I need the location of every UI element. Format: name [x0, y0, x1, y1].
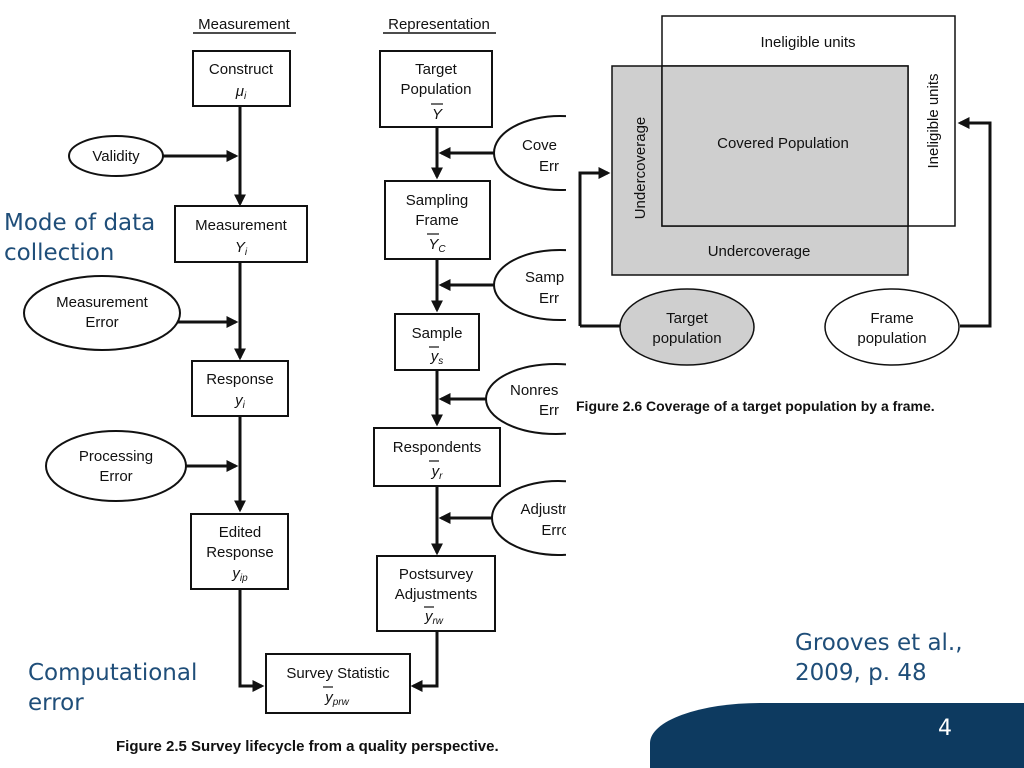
svg-text:Processing: Processing — [79, 448, 153, 465]
measurement-box: Measurement Yi — [174, 205, 308, 263]
svg-text:yr: yr — [431, 463, 444, 482]
measurement-header: Measurement — [198, 16, 291, 33]
svg-text:Measurement: Measurement — [195, 217, 288, 234]
svg-text:Adjustment: Adjustment — [520, 501, 596, 518]
postsurvey-adjustments-box: Postsurvey Adjustments yrw — [376, 555, 496, 632]
svg-text:Response: Response — [206, 371, 274, 388]
citation-line2: 2009, p. 48 — [795, 660, 927, 686]
svg-text:Measurement: Measurement — [56, 294, 149, 311]
ineligible-units-side-label: Ineligible units — [925, 73, 942, 168]
svg-text:Respondents: Respondents — [393, 439, 481, 456]
construct-box: Construct μi — [192, 50, 291, 107]
svg-text:yrw: yrw — [424, 608, 444, 627]
svg-text:Target: Target — [666, 310, 709, 327]
svg-text:Err: Err — [539, 158, 559, 175]
svg-text:Cove: Cove — [522, 137, 557, 154]
ineligible-units-top-label: Ineligible units — [760, 34, 855, 51]
svg-text:Edited: Edited — [219, 524, 262, 541]
mode-annotation-line1: Mode of data — [4, 210, 156, 236]
mode-of-data-collection-annotation: Mode of data collection — [4, 208, 155, 268]
response-box: Response yi — [191, 360, 289, 417]
citation-line1: Grooves et al., — [795, 630, 963, 656]
sample-box: Sample ys — [394, 313, 480, 371]
svg-text:Population: Population — [401, 81, 472, 98]
svg-text:Err: Err — [539, 402, 559, 419]
processing-error-ellipse: Processing Error — [45, 430, 187, 502]
svg-text:population: population — [652, 330, 721, 347]
svg-text:Validity: Validity — [92, 148, 140, 165]
svg-text:Response: Response — [206, 544, 274, 561]
svg-text:Yi: Yi — [235, 239, 248, 258]
covered-population-label: Covered Population — [717, 135, 849, 152]
coverage-figure: Ineligible units Ineligible units Covere… — [576, 15, 992, 414]
undercoverage-bottom-label: Undercoverage — [708, 243, 811, 260]
svg-text:population: population — [857, 330, 926, 347]
covered-population-region — [661, 65, 909, 227]
representation-header: Representation — [388, 16, 490, 33]
svg-text:Error: Error — [99, 468, 132, 485]
survey-lifecycle-figure: Measurement Representation Construct μi — [23, 16, 596, 755]
comp-annotation-line2: error — [28, 690, 84, 716]
svg-text:Postsurvey: Postsurvey — [399, 566, 474, 583]
mode-annotation-line2: collection — [4, 240, 115, 266]
svg-text:Frame: Frame — [415, 212, 458, 229]
sampling-frame-box: Sampling Frame YC — [384, 180, 491, 260]
svg-text:Error: Error — [85, 314, 118, 331]
svg-text:Error: Error — [541, 522, 574, 539]
svg-text:Nonres: Nonres — [510, 382, 558, 399]
svg-text:Frame: Frame — [870, 310, 913, 327]
svg-text:Sampling: Sampling — [406, 192, 469, 209]
svg-text:Construct: Construct — [209, 61, 274, 78]
sampling-error-ellipse: Samp Err — [493, 249, 566, 321]
svg-text:yi: yi — [234, 392, 246, 411]
svg-text:Target: Target — [415, 61, 458, 78]
svg-text:Adjustments: Adjustments — [395, 586, 478, 603]
svg-text:μi: μi — [235, 83, 247, 102]
undercoverage-side-label: Undercoverage — [632, 117, 649, 220]
comp-annotation-line1: Computational — [28, 660, 198, 686]
svg-text:YC: YC — [428, 236, 446, 255]
citation: Grooves et al., 2009, p. 48 — [795, 628, 963, 688]
nonresponse-error-ellipse: Nonres Err — [485, 363, 566, 435]
measurement-error-ellipse: Measurement Error — [23, 275, 181, 351]
svg-text:Y: Y — [432, 106, 443, 123]
coverage-error-ellipse: Cove Err — [493, 115, 566, 191]
lifecycle-caption: Figure 2.5 Survey lifecycle from a quali… — [116, 738, 499, 755]
target-population-ellipse: Target population — [619, 288, 755, 366]
adjustment-error-ellipse: Adjustment Error — [491, 480, 596, 556]
survey-statistic-box: Survey Statistic yprw — [265, 653, 411, 714]
svg-text:yprw: yprw — [324, 689, 349, 708]
svg-text:Sample: Sample — [412, 325, 463, 342]
coverage-caption: Figure 2.6 Coverage of a target populati… — [576, 398, 935, 414]
svg-text:Samp: Samp — [525, 269, 564, 286]
respondents-box: Respondents yr — [373, 427, 501, 487]
svg-text:Err: Err — [539, 290, 559, 307]
svg-text:Survey Statistic: Survey Statistic — [286, 665, 390, 682]
validity-ellipse: Validity — [68, 135, 164, 177]
frame-population-ellipse: Frame population — [824, 288, 960, 366]
page-number: 4 — [938, 716, 952, 741]
footer-band — [650, 703, 1024, 768]
svg-text:ys: ys — [430, 348, 444, 367]
target-population-box: Target Population Y — [379, 50, 493, 128]
edited-response-box: Edited Response yip — [190, 513, 289, 590]
computational-error-annotation: Computational error — [28, 658, 197, 718]
svg-text:yip: yip — [231, 565, 248, 584]
